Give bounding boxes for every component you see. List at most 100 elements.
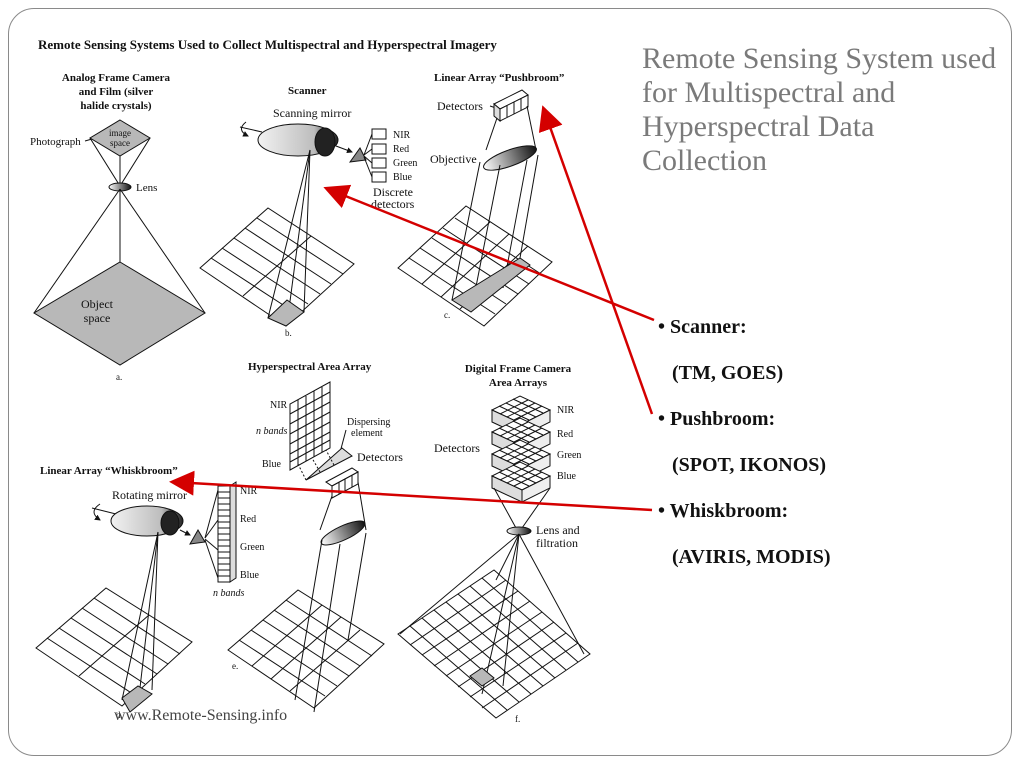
prism-icon [189, 529, 206, 545]
ray-line [526, 105, 537, 151]
panel-a-letter: a. [116, 372, 122, 382]
hyperspectral-ground-grid [227, 589, 385, 709]
beam-arrow-icon [335, 145, 353, 154]
band-label: Blue [393, 172, 412, 183]
panel-e-letter: e. [232, 661, 238, 671]
panel-c-title: Linear Array “Pushbroom” [434, 72, 564, 84]
dispersion-line [204, 539, 219, 579]
whiskbroom-pointer-arrow [169, 470, 653, 512]
bullet-pushbroom-examples: (SPOT, IKONOS) [672, 454, 827, 476]
object-space-label-1: Object [81, 297, 114, 311]
scanner-pointer-arrow [323, 184, 655, 322]
linear-detector-array [493, 89, 529, 123]
bullet-scanner: • Scanner: [658, 316, 747, 338]
panel-b-title: Scanner [288, 85, 327, 97]
band-label: Red [557, 429, 573, 440]
detectors-label: Detectors [434, 441, 480, 455]
ray-line [89, 137, 121, 187]
dispersion-line [204, 489, 219, 539]
ray-line [267, 149, 311, 319]
panel-f-title-2: Area Arrays [489, 377, 548, 389]
frame-camera-ground-grid [397, 569, 591, 719]
panel-a-title-3: halide crystals) [80, 100, 152, 112]
slide-title: Remote Sensing System used for Multispec… [642, 42, 997, 177]
panel-whiskbroom: Linear Array “Whiskbroom” Rotating mirro… [35, 465, 264, 720]
panel-d-title: Linear Array “Whiskbroom” [40, 465, 178, 477]
dispersion-line [363, 156, 373, 178]
ray-line [313, 543, 341, 713]
prism-icon [348, 147, 367, 163]
band-label: Green [557, 450, 581, 461]
blue-label: Blue [262, 459, 281, 470]
ray-line [521, 487, 551, 529]
mirror-face-icon [160, 510, 180, 536]
ray-line [119, 188, 206, 314]
ray-line [137, 531, 159, 706]
panel-c-letter: c. [444, 310, 450, 320]
band-label: Blue [557, 471, 576, 482]
pushbroom-pointer-arrow [538, 105, 654, 415]
area-array-blue [490, 461, 552, 503]
dispersion-line [363, 133, 373, 156]
beam-arrow-icon [179, 529, 191, 536]
photograph-label: Photograph [30, 136, 81, 148]
area-array-stack [490, 395, 552, 503]
pushbroom-ground-grid [397, 205, 553, 327]
panel-pushbroom: Linear Array “Pushbroom” Detectors Objec… [397, 72, 564, 327]
detector-box [371, 143, 387, 155]
bullet-pushbroom: • Pushbroom: [658, 408, 776, 430]
dispersing-label-2: element [351, 428, 383, 439]
lens-label: Lens [136, 182, 157, 194]
rotating-mirror-label: Rotating mirror [112, 488, 187, 502]
ray-line [399, 533, 520, 635]
panel-d-letter: d. [116, 710, 123, 720]
detectors-label: Detectors [357, 450, 403, 464]
ray-line [303, 149, 311, 313]
band-label: Green [240, 542, 264, 553]
detector-box [371, 157, 387, 169]
band-label: Red [393, 144, 409, 155]
mirror-face-icon [314, 127, 336, 157]
dispersion-line [311, 457, 321, 473]
detector-box [371, 128, 387, 140]
ray-line [493, 487, 517, 529]
mirror-axis-line [91, 507, 117, 515]
panel-digital-frame: Digital Frame Camera Area Arrays Detecto… [397, 363, 591, 724]
objective-lens-icon [483, 145, 537, 171]
lens-icon [506, 526, 532, 536]
rotation-arrow-icon [241, 121, 249, 137]
panel-a-title-2: and Film (silver [79, 86, 154, 98]
band-label: NIR [393, 130, 411, 141]
detector-box [371, 171, 387, 183]
discrete-detectors-label-2: detectors [371, 197, 415, 211]
whiskbroom-ground-grid [35, 587, 193, 713]
dispersion-line [204, 519, 219, 539]
discrete-detectors-label-1: Discrete [373, 185, 413, 199]
panel-e-title: Hyperspectral Area Array [248, 361, 372, 373]
ray-line [319, 495, 333, 531]
website-link[interactable]: www.Remote-Sensing.info [114, 707, 288, 724]
dispersion-line [363, 148, 373, 156]
panel-b-letter: b. [285, 328, 292, 338]
lens-filtration-label-2: filtration [536, 536, 578, 550]
ray-line [519, 154, 539, 259]
dispersion-line [297, 463, 307, 481]
bullet-whiskbroom: • Whiskbroom: [658, 500, 789, 522]
panel-f-letter: f. [515, 714, 520, 724]
ray-line [347, 532, 367, 641]
panel-analog-camera: Analog Frame Camera and Film (silver hal… [30, 72, 206, 382]
ray-line [294, 539, 323, 701]
bullet-whiskbroom-examples: (AVIRIS, MODIS) [672, 546, 831, 568]
ray-line [286, 149, 311, 325]
object-space-plane [33, 261, 206, 366]
ray-line [485, 117, 498, 151]
ray-line [119, 137, 151, 187]
dispersing-label-1: Dispersing [347, 417, 390, 428]
ray-line [502, 533, 520, 687]
discrete-detectors: NIR Red Green Blue Discrete detectors [363, 128, 417, 211]
band-label: NIR [240, 486, 258, 497]
band-label: Red [240, 514, 256, 525]
panel-scanner: Scanner Scanning mirror NIR Red Green Bl… [199, 85, 417, 338]
hyperspectral-detector-array [289, 381, 331, 471]
ray-line [151, 531, 159, 691]
